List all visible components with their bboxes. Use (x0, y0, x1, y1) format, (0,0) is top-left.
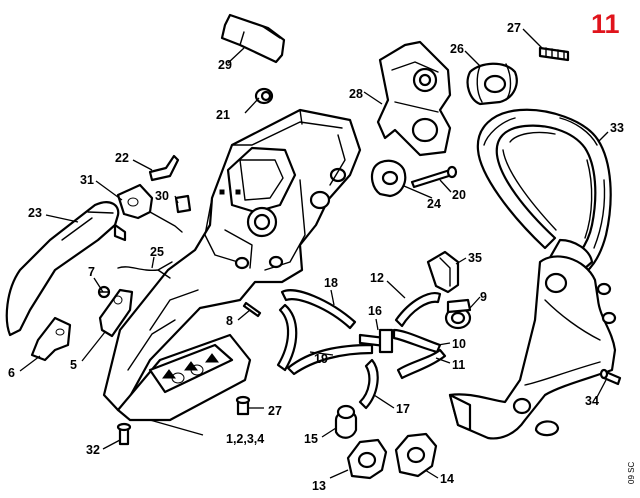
callout-17: 17 (396, 402, 410, 416)
throttle-part-31 (116, 183, 183, 233)
callout-7: 7 (88, 265, 95, 279)
hose-part-12 (394, 292, 442, 328)
callout-35: 35 (468, 251, 482, 265)
callout-33: 33 (610, 121, 624, 135)
bracket-part-6 (30, 316, 72, 362)
callout-34: 34 (585, 394, 599, 408)
callout-10: 10 (452, 337, 466, 351)
nut-part-21 (254, 87, 274, 105)
clamp-part-13 (346, 438, 388, 480)
lever-part-5 (98, 288, 134, 338)
callout-12: 12 (370, 271, 384, 285)
callout-16: 16 (368, 304, 382, 318)
screw-part-32 (116, 422, 132, 446)
callout-32: 32 (86, 443, 100, 457)
cover-part-29 (220, 13, 286, 64)
callout-labels: 1,2,3,4 5 6 7 8 9 10 11 12 13 14 15 16 1… (8, 21, 624, 493)
callout-24: 24 (427, 197, 441, 211)
callout-26: 26 (450, 42, 464, 56)
callout-6: 6 (8, 366, 15, 380)
hose-part-10 (392, 328, 442, 354)
mount-part-28 (376, 40, 452, 157)
callout-29: 29 (218, 58, 232, 72)
callout-23: 23 (28, 206, 42, 220)
callout-18: 18 (324, 276, 338, 290)
callout-13: 13 (312, 479, 326, 493)
buffer-part-26 (466, 62, 518, 106)
hose-part-11 (396, 348, 447, 380)
cover-part-35 (426, 250, 460, 294)
callout-19: 19 (314, 352, 328, 366)
clamp-part-14 (394, 432, 438, 478)
pin-part-8 (242, 301, 262, 318)
leader-lines (19, 28, 609, 479)
screw-part-34 (599, 368, 622, 386)
callout-30: 30 (155, 189, 169, 203)
side-cover-part-23 (5, 201, 127, 337)
callout-22: 22 (115, 151, 129, 165)
part-22 (148, 154, 180, 182)
screw-part-27-bottom (235, 395, 251, 416)
hose-part-19 (276, 303, 374, 376)
hose-part-18 (280, 289, 357, 330)
callout-25: 25 (150, 245, 164, 259)
part-30 (174, 194, 192, 214)
callout-15: 15 (304, 432, 318, 446)
bottom-plate (116, 333, 252, 422)
spring-part-27-top (538, 46, 570, 62)
hose-part-17 (358, 358, 379, 410)
sheet-number: 11 (591, 9, 620, 39)
callout-27-top: 27 (507, 21, 521, 35)
callout-28: 28 (349, 87, 363, 101)
main-housing-part-1-2-3-4 (102, 108, 362, 412)
callout-11: 11 (452, 358, 465, 372)
drawing-code: 09 SC (627, 462, 636, 484)
screw-part-20 (410, 165, 458, 189)
valve-part-15 (334, 404, 358, 439)
fitting-part-16 (358, 328, 394, 354)
callout-21: 21 (216, 108, 230, 122)
callout-14: 14 (440, 472, 454, 486)
callout-9: 9 (480, 290, 487, 304)
rod-part-25 (117, 261, 173, 279)
valve-part-9 (444, 298, 472, 330)
callout-5: 5 (70, 358, 77, 372)
buffer-part-24 (370, 159, 407, 198)
callout-8: 8 (226, 314, 233, 328)
handlebar-bracket (448, 255, 617, 440)
callout-20: 20 (452, 188, 466, 202)
callout-31: 31 (80, 173, 94, 187)
callout-1-2-3-4: 1,2,3,4 (226, 432, 264, 446)
callout-27-bottom: 27 (268, 404, 282, 418)
